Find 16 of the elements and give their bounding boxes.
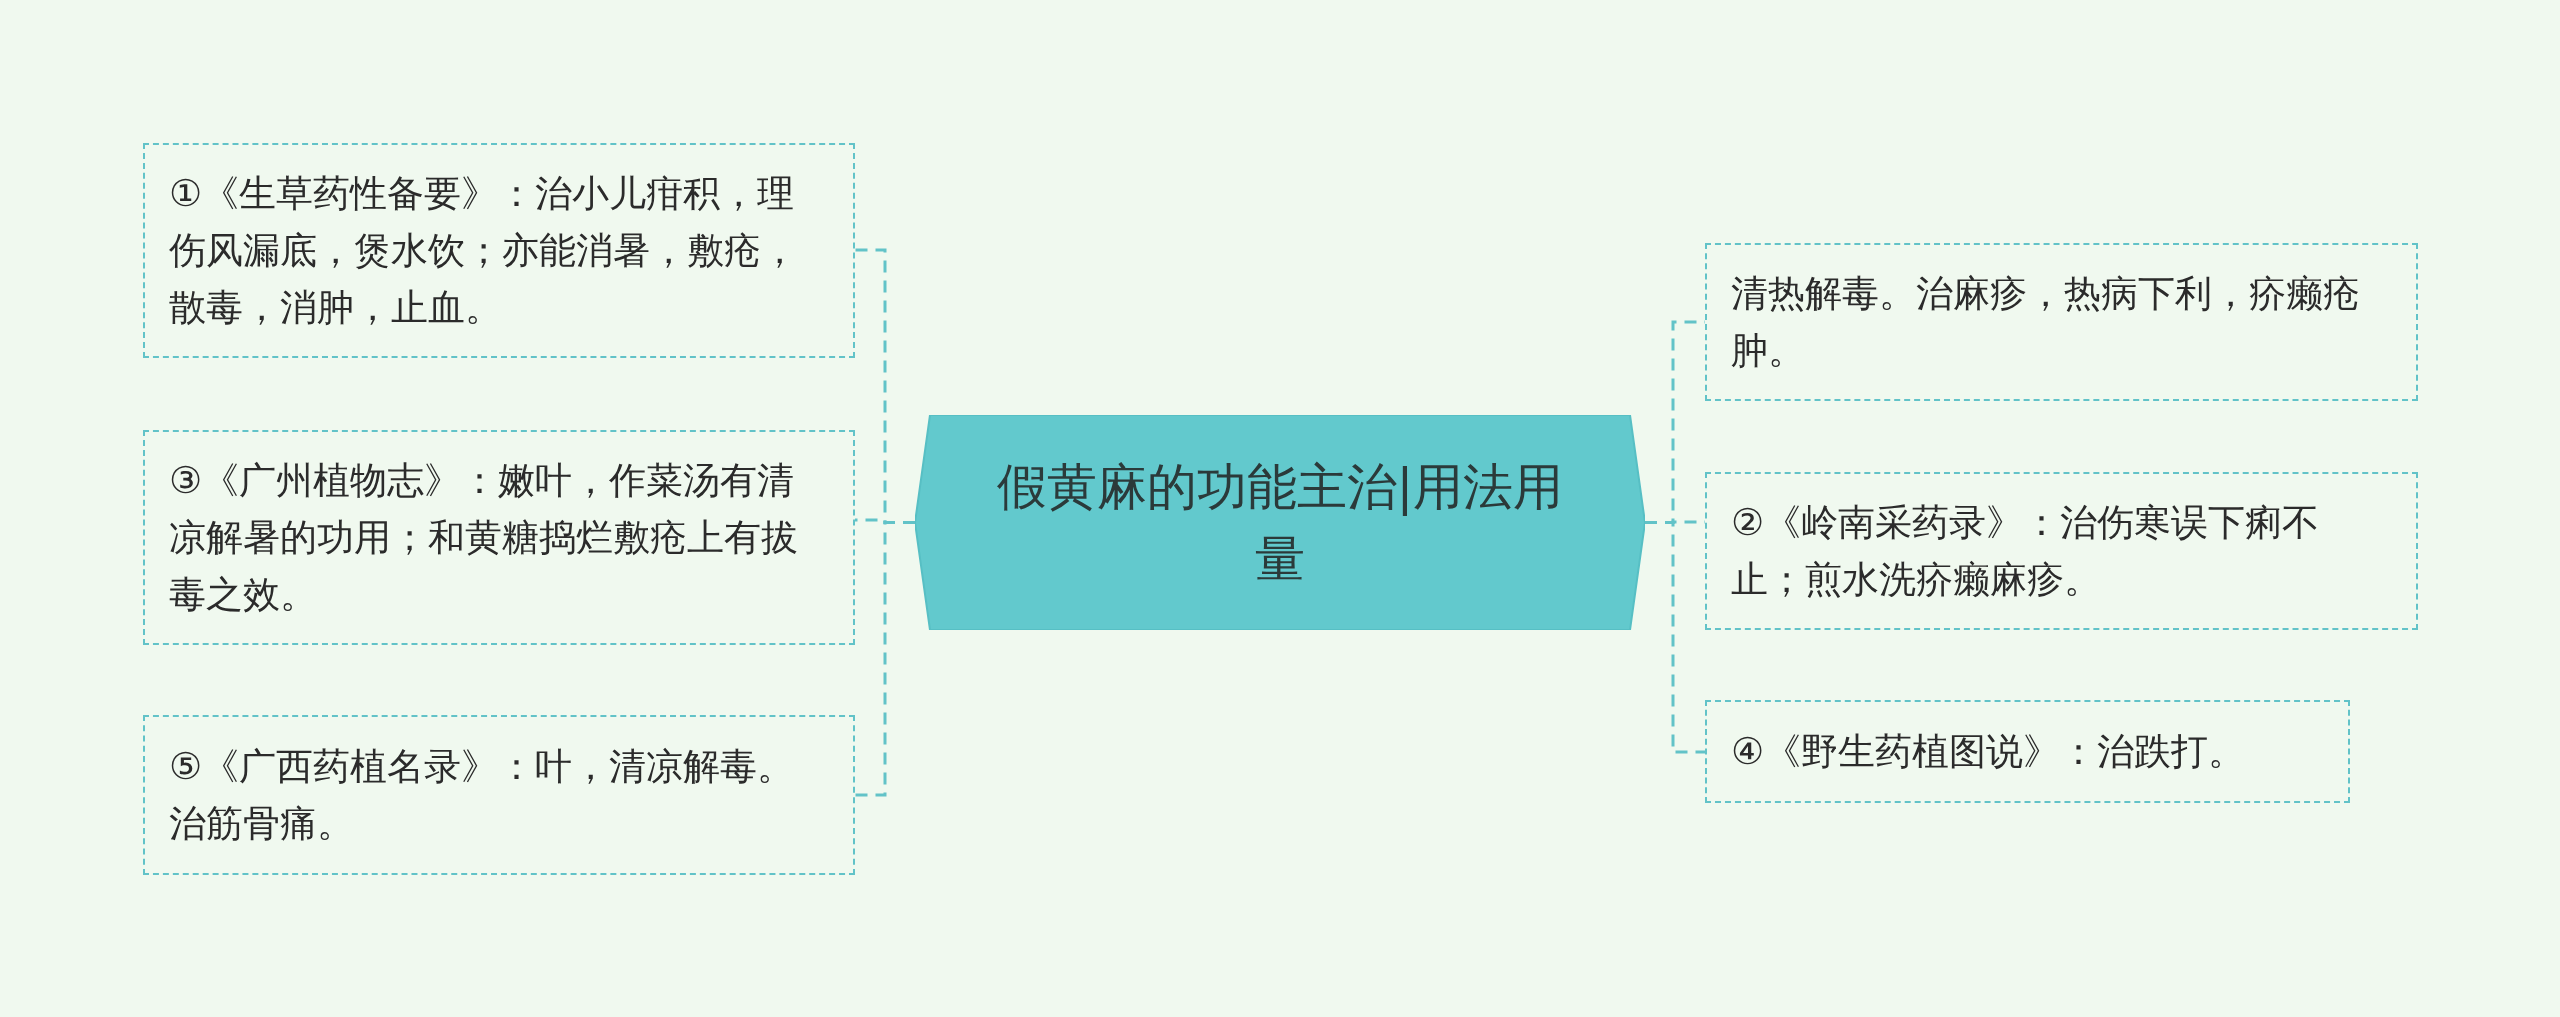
connector <box>1645 521 1705 754</box>
node-text: ①《生草药性备要》：治小儿疳积，理伤风漏底，煲水饮；亦能消暑，敷疮，散毒，消肿，止血。 <box>169 171 799 331</box>
topic-box <box>1705 472 2418 630</box>
topic-box <box>143 715 855 875</box>
topic-box <box>143 430 855 645</box>
topic-title: 假黄麻的功能主治|用法用量 <box>995 456 1565 590</box>
topic-box <box>143 143 855 358</box>
node-text: ③《广州植物志》：嫩叶，作菜汤有清凉解暑的功用；和黄糖捣烂敷疮上有拔毒之效。 <box>169 458 799 618</box>
node-text: ⑤《广西药植名录》：叶，清凉解毒。治筋骨痛。 <box>169 744 796 847</box>
node-text: ②《岭南采药录》：治伤寒误下痢不止；煎水洗疥癞麻疹。 <box>1731 500 2321 603</box>
connector <box>855 521 915 797</box>
node-text: 清热解毒。治麻疹，热病下利，疥癞疮肿。 <box>1731 271 2361 374</box>
topic-box <box>1705 700 2350 803</box>
node-text: ④《野生药植图说》：治跌打。 <box>1731 729 2246 775</box>
central-topic-hexagon <box>915 415 1645 630</box>
topic-box <box>1705 243 2418 401</box>
